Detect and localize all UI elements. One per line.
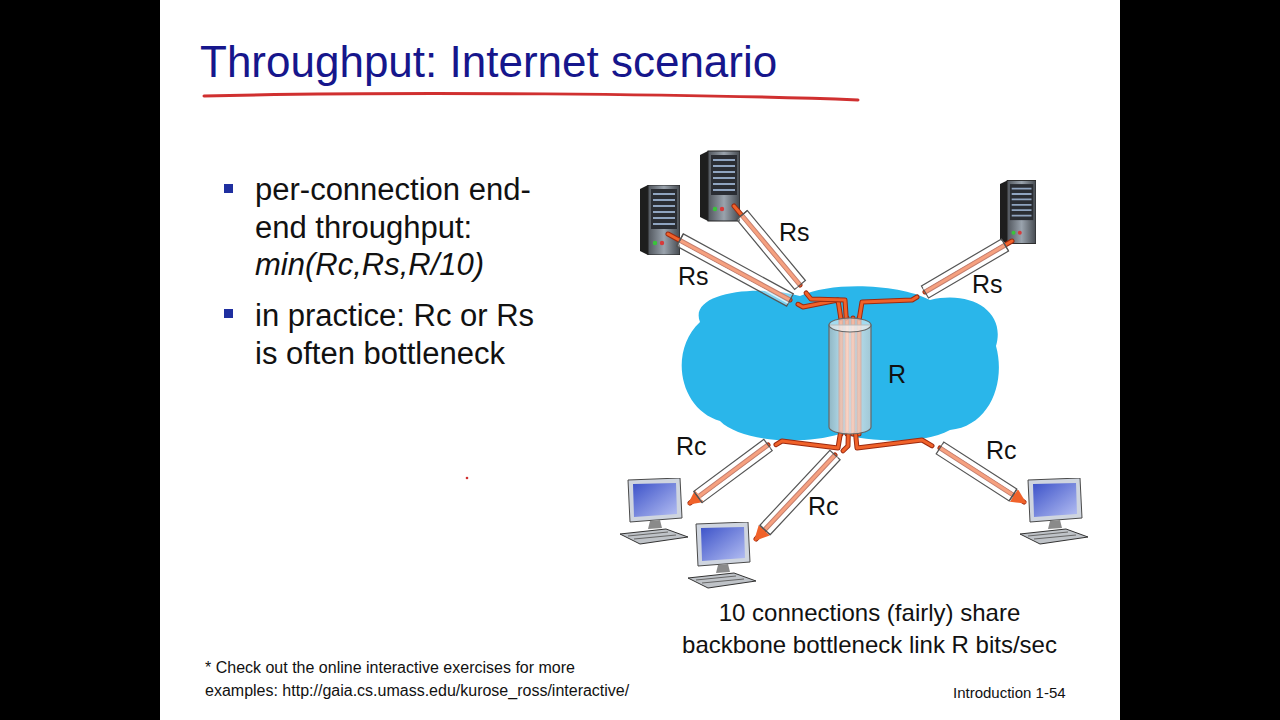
tube-end [1001,239,1008,251]
link-cylinder [829,325,871,434]
bullet-text: per-connection end-end throughput: [255,171,550,246]
flow-wires [668,206,1024,539]
node-outline [828,318,872,434]
computer-icon [620,478,688,544]
tube-highlight [700,448,770,500]
bullet-text: in practice: Rc or Rs is often bottlenec… [255,297,550,372]
link-rate-label: Rs [678,262,709,290]
stray-dot [466,477,469,480]
link-rate-label: Rs [972,270,1003,298]
link-line-core [806,293,846,318]
link-rate-label: R [888,360,906,388]
cylinder-top [829,318,871,332]
bullet-square [224,309,233,318]
link-line-outline [776,434,840,448]
figure-caption: 10 connections (fairly) share backbone b… [672,597,1067,661]
access-link: Rc [932,440,1021,503]
access-link: Rc [757,447,843,538]
link-line-core [798,300,841,318]
link-line-outline [843,434,848,451]
link-line-core [859,297,917,318]
server-icon [1000,181,1036,244]
link-rate-label: Rc [986,436,1017,464]
link-line-outline [798,300,841,318]
link-rate-label: Rc [676,432,707,460]
tube-end [694,491,702,502]
slide-title: Throughput: Internet scenario [200,36,777,88]
computer-icon [1020,478,1088,544]
link-line [859,297,917,318]
link-line [843,434,848,451]
access-link: Rc [690,437,776,505]
computer-icon [688,522,756,588]
server-icon [700,151,740,221]
access-link: Rs [917,237,1013,300]
network-cloud [682,286,999,440]
link-line [806,293,846,318]
bullet-square [224,184,233,193]
footnote: * Check out the online interactive exerc… [205,656,640,702]
link-tube [921,239,1008,298]
link-line-core [776,434,840,448]
link-rate-label: Rc [808,492,839,520]
link-line-outline [859,297,917,318]
link-line [856,434,932,448]
tube-end [1009,489,1017,501]
link-tube [760,450,840,535]
link-line-outline [806,293,846,318]
link-line-core [843,434,848,451]
formula-text: min(Rc,Rs,R/10) [255,246,550,284]
tube-end [760,525,770,535]
link-line [776,434,840,448]
access-link: Rs [734,207,808,293]
tube-end [677,234,684,246]
link-line-outline [856,434,932,448]
link-line [798,300,841,318]
bottleneck-link: R [828,318,872,434]
tube-end [737,211,748,220]
link-line-core [856,434,932,448]
page-number: Introduction 1-54 [953,684,1113,702]
link-rate-label: Rs [779,218,810,246]
server-icon [640,185,680,255]
title-underline [204,93,858,100]
